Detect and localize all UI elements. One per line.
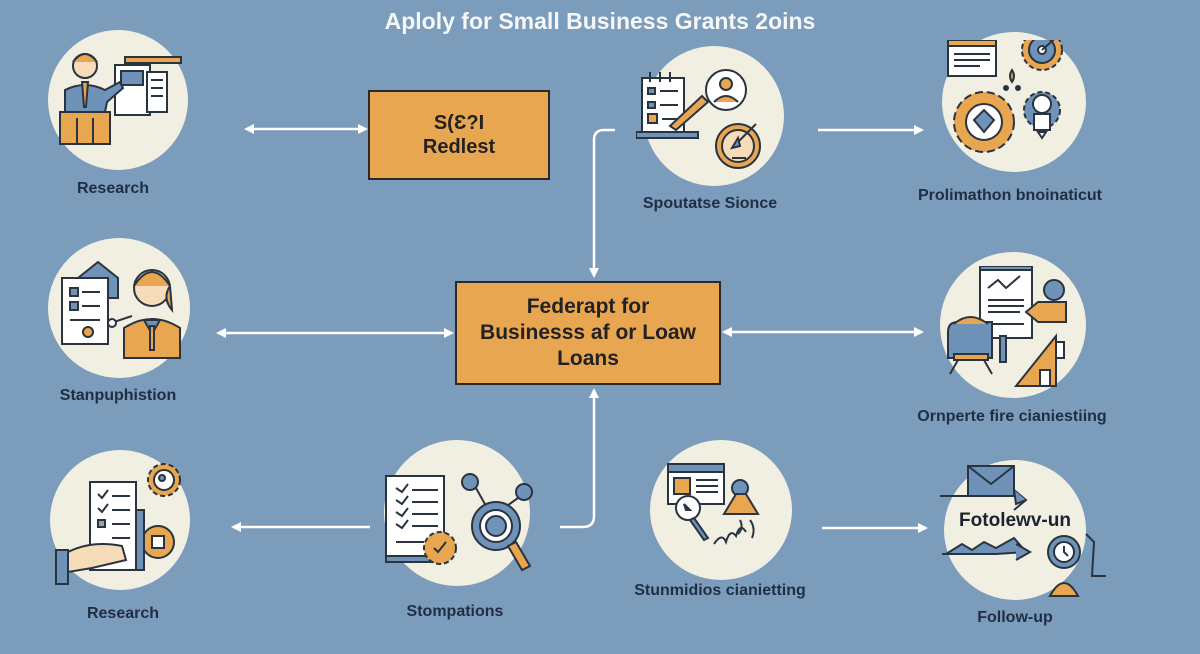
top-process-box: S(Ɛ?I Redlest bbox=[368, 90, 550, 180]
node-label: Spoutatse Sionce bbox=[642, 195, 778, 212]
checklist-magnifier-target-icon bbox=[636, 69, 761, 169]
checklist-magnifier-network-icon bbox=[385, 473, 533, 572]
gears-window-icon bbox=[947, 40, 1063, 153]
node-label: Research bbox=[86, 605, 160, 622]
node-label: Ornperte fire cianiestiing bbox=[917, 408, 1107, 425]
node-label: Follow-up bbox=[977, 609, 1053, 626]
top-box-line1: S(Ɛ?I bbox=[433, 112, 485, 134]
top-box-line2: Redlest bbox=[422, 136, 496, 158]
node-label: Prolimathon bnoinaticut bbox=[918, 187, 1102, 204]
diagram-title: Aploly for Small Business Grants 2oins bbox=[384, 8, 816, 34]
node-label: Stunmidios cianietting bbox=[634, 582, 806, 599]
center-box-line2: Businesss af or Loaw bbox=[480, 321, 696, 344]
center-box-line3: Loans bbox=[557, 347, 619, 370]
node-label: Research bbox=[76, 180, 150, 197]
woman-with-form-icon bbox=[61, 260, 181, 359]
arrow-top-middle-to-center bbox=[589, 128, 615, 278]
follow-up-inner-text: Fotolewv-un bbox=[959, 510, 1071, 531]
chart-document-house-icon bbox=[947, 266, 1067, 387]
arrow-bottom-middle-to-center bbox=[560, 388, 599, 529]
node-label: Stanpuphistion bbox=[59, 387, 177, 404]
browser-search-person-icon bbox=[667, 463, 760, 546]
center-process-box: Federapt for Businesss af or Loaw Loans bbox=[455, 281, 721, 385]
node-label: Stompations bbox=[406, 603, 504, 620]
center-box-line1: Federapt for bbox=[526, 295, 650, 318]
presenter-with-document-icon bbox=[59, 53, 182, 145]
hand-checklist-gear-icon bbox=[55, 463, 181, 585]
mail-arrows-clock-icon bbox=[940, 465, 1106, 597]
